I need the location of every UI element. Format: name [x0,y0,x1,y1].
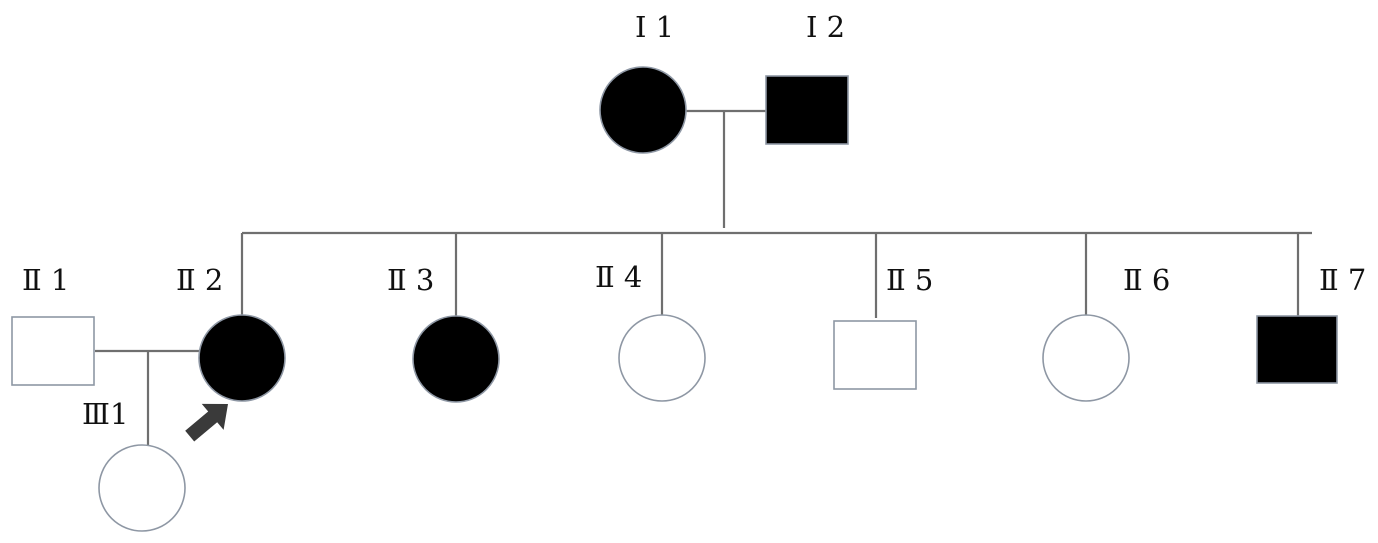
label-I-2: Ⅰ 2 [806,10,845,44]
label-II-7: Ⅱ 7 [1319,263,1366,297]
label-III-1: Ⅲ1 [82,397,128,431]
individual-I-2-symbol [765,75,849,145]
label-II-2: Ⅱ 2 [176,263,223,297]
label-II-6: Ⅱ 6 [1123,263,1170,297]
proband-arrow-icon [185,403,228,442]
label-II-3: Ⅱ 3 [387,263,434,297]
individual-II-2-symbol [198,314,286,402]
individual-II-3-symbol [412,315,500,403]
label-II-5: Ⅱ 5 [886,263,933,297]
individual-III-1-symbol [98,444,186,532]
individual-II-5-symbol [833,320,917,390]
label-I-1: Ⅰ 1 [635,10,674,44]
individual-II-4-symbol [618,314,706,402]
individual-II-1-symbol [11,316,95,386]
individual-II-6-symbol [1042,314,1130,402]
individual-II-7-symbol [1256,315,1338,384]
label-II-4: Ⅱ 4 [595,260,642,294]
individual-I-1-symbol [599,66,687,154]
label-II-1: Ⅱ 1 [22,263,69,297]
